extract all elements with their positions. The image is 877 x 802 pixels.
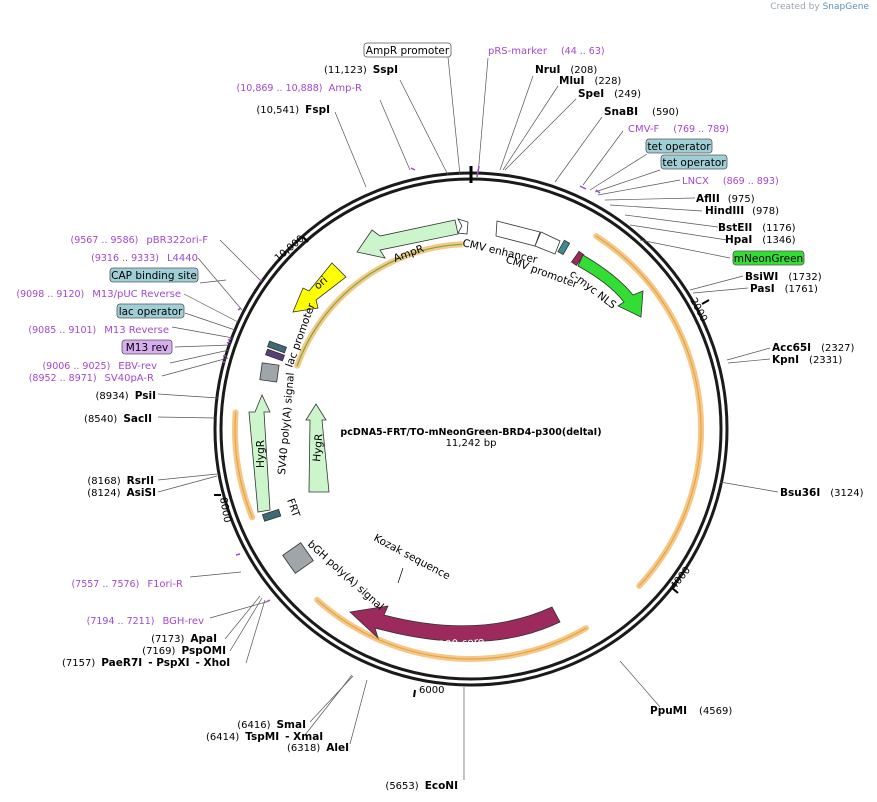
- primer-amp-r: (10,869 .. 10,888)Amp-R: [237, 83, 363, 94]
- enzyme-pspomi: (7169)PspOMI: [142, 645, 226, 657]
- enzyme-snabi: SnaBI(590): [604, 106, 679, 118]
- primer-pbr322ori-f: (9567 .. 9586)pBR322ori-F: [71, 235, 209, 246]
- primer-sv40pa-r: (8952 .. 8971)SV40pA-R: [29, 373, 154, 384]
- enzyme-sacii: (8540)SacII: [84, 413, 152, 425]
- enzyme-smai: (6416)SmaI: [237, 719, 306, 731]
- p300-label: p300 core: [431, 635, 485, 652]
- kozak-label: Kozak sequence: [372, 532, 452, 582]
- lac-operator-label: lac operator: [119, 306, 183, 318]
- cmv-promoter-arrow: [534, 231, 561, 255]
- primer-m13-puc-reverse: (9098 .. 9120)M13/pUC Reverse: [16, 289, 181, 300]
- orf-bands: [232, 233, 705, 662]
- enzyme-mlui: MluI(228): [559, 75, 621, 87]
- enzyme-acc65i: Acc65I(2327): [772, 342, 854, 354]
- primer-cmv-f: CMV-F(769 .. 789): [628, 124, 729, 135]
- enzyme-aflii: AflII(975): [696, 193, 755, 205]
- cap-site-box: [265, 348, 285, 362]
- enzyme-nrui: NruI(208): [535, 64, 597, 76]
- plasmid-title-group: pcDNA5-FRT/TO-mNeonGreen-BRD4-p300(delta…: [340, 427, 601, 449]
- snapgene-logo: SnapGene: [822, 2, 869, 12]
- enzyme-pasi: PasI(1761): [750, 283, 818, 295]
- enzyme-bsiwi: BsiWI(1732): [745, 271, 822, 283]
- enzyme-hindiii: HindIII(978): [705, 205, 779, 217]
- credit-prefix: Created by: [770, 2, 820, 12]
- m13-rev-label: M13 rev: [126, 342, 169, 354]
- enzyme-tspmi: (6414)TspMI- XmaI: [206, 731, 323, 743]
- ori-arrow: [292, 262, 347, 313]
- cmv-enhancer-arrow: [495, 220, 541, 247]
- cmv-promoter-label: CMV promoter: [504, 254, 580, 291]
- enzyme-bsu36i: Bsu36I(3124): [780, 487, 864, 499]
- enzyme-labels-right: NruI(208) MluI(228) SpeI(249) SnaBI(590)…: [535, 64, 864, 717]
- tick-8000: 8000: [217, 497, 232, 524]
- enzyme-psii: (8934)PsiI: [95, 390, 156, 402]
- enzyme-labels-left: (11,123)SspI (10,541)FspI (8934)PsiI (85…: [62, 64, 458, 792]
- primer-ebv-rev: (9006 .. 9025)EBV-rev: [42, 361, 157, 372]
- primer-bgh-rev: (7194 .. 7211)BGH-rev: [87, 616, 204, 627]
- enzyme-kpni: KpnI(2331): [772, 354, 842, 366]
- enzyme-econi: (5653)EcoNI: [385, 780, 458, 792]
- enzyme-hpai: HpaI(1346): [725, 234, 796, 246]
- tick-6000: 6000: [419, 685, 444, 696]
- bgh-box: [282, 542, 314, 574]
- tet-operator-box: [557, 239, 571, 256]
- backbone-ring: [213, 166, 729, 687]
- primer-f1ori-r: (7557 .. 7576)F1ori-R: [71, 579, 183, 590]
- mneongreen-arrow: [577, 254, 644, 318]
- tet-operator-label-2: tet operator: [662, 157, 726, 169]
- cmyc-nls-box: [570, 250, 585, 267]
- hygr-label-2: HygR: [311, 433, 325, 462]
- kozak-leader: [397, 567, 404, 584]
- sv40-label: SV40 poly(A) signal: [276, 372, 297, 475]
- hygr-arrow-1: [248, 394, 271, 513]
- enzyme-apai: (7173)ApaI: [151, 633, 217, 645]
- hygr-label-1: HygR: [255, 440, 267, 468]
- p300-arrow: [349, 605, 561, 642]
- enzyme-bsteii: BstEII(1176): [718, 222, 796, 234]
- sv40-box: [259, 362, 280, 383]
- origin-marker: [469, 166, 473, 183]
- feature-shapes: [248, 218, 644, 642]
- primer-prs-marker: pRS-marker(44 .. 63): [488, 46, 605, 57]
- leader-lines: [157, 56, 779, 780]
- enzyme-rsrii: (8168)RsrII: [87, 475, 154, 487]
- primer-labels: pRS-marker(44 .. 63) CMV-F(769 .. 789) L…: [16, 46, 778, 627]
- snapgene-credit: Created by SnapGene: [770, 2, 869, 12]
- frt-box: [261, 508, 282, 522]
- ampr-arrow: [356, 219, 459, 259]
- cap-binding-site-label: CAP binding site: [111, 270, 197, 282]
- enzyme-alei: (6318)AleI: [287, 742, 349, 754]
- enzyme-asisi: (8124)AsiSI: [87, 487, 156, 499]
- mneongreen-label: mNeonGreen: [734, 253, 803, 265]
- lac-operator-box: [267, 340, 287, 354]
- primer-marks: [222, 165, 601, 603]
- primer-l4440: (9316 .. 9333)L4440: [91, 253, 198, 264]
- tick-10000: 10,000: [273, 233, 307, 264]
- hygr-arrow-2: [305, 403, 330, 493]
- tet-operator-label-1: tet operator: [647, 141, 711, 153]
- enzyme-fspi: (10,541)FspI: [256, 104, 330, 116]
- plasmid-size: 11,242 bp: [446, 438, 497, 449]
- enzyme-ppumi: PpuMI(4569): [650, 705, 732, 717]
- boxed-labels: AmpR promoter tet operator tet operator …: [109, 42, 805, 355]
- enzyme-spei: SpeI(249): [578, 88, 641, 100]
- primer-m13-reverse: (9085 .. 9101)M13 Reverse: [28, 325, 169, 336]
- ampr-promoter-label: AmpR promoter: [366, 45, 450, 57]
- enzyme-paer7i: (7157)PaeR7I- PspXI- XhoI: [62, 657, 230, 669]
- enzyme-sspi: (11,123)SspI: [324, 64, 398, 76]
- frt-label: FRT: [284, 497, 302, 519]
- plasmid-name: pcDNA5-FRT/TO-mNeonGreen-BRD4-p300(delta…: [340, 427, 601, 438]
- primer-lncx: LNCX(869 .. 893): [682, 176, 779, 187]
- ampr-promoter-arrow: [457, 218, 469, 235]
